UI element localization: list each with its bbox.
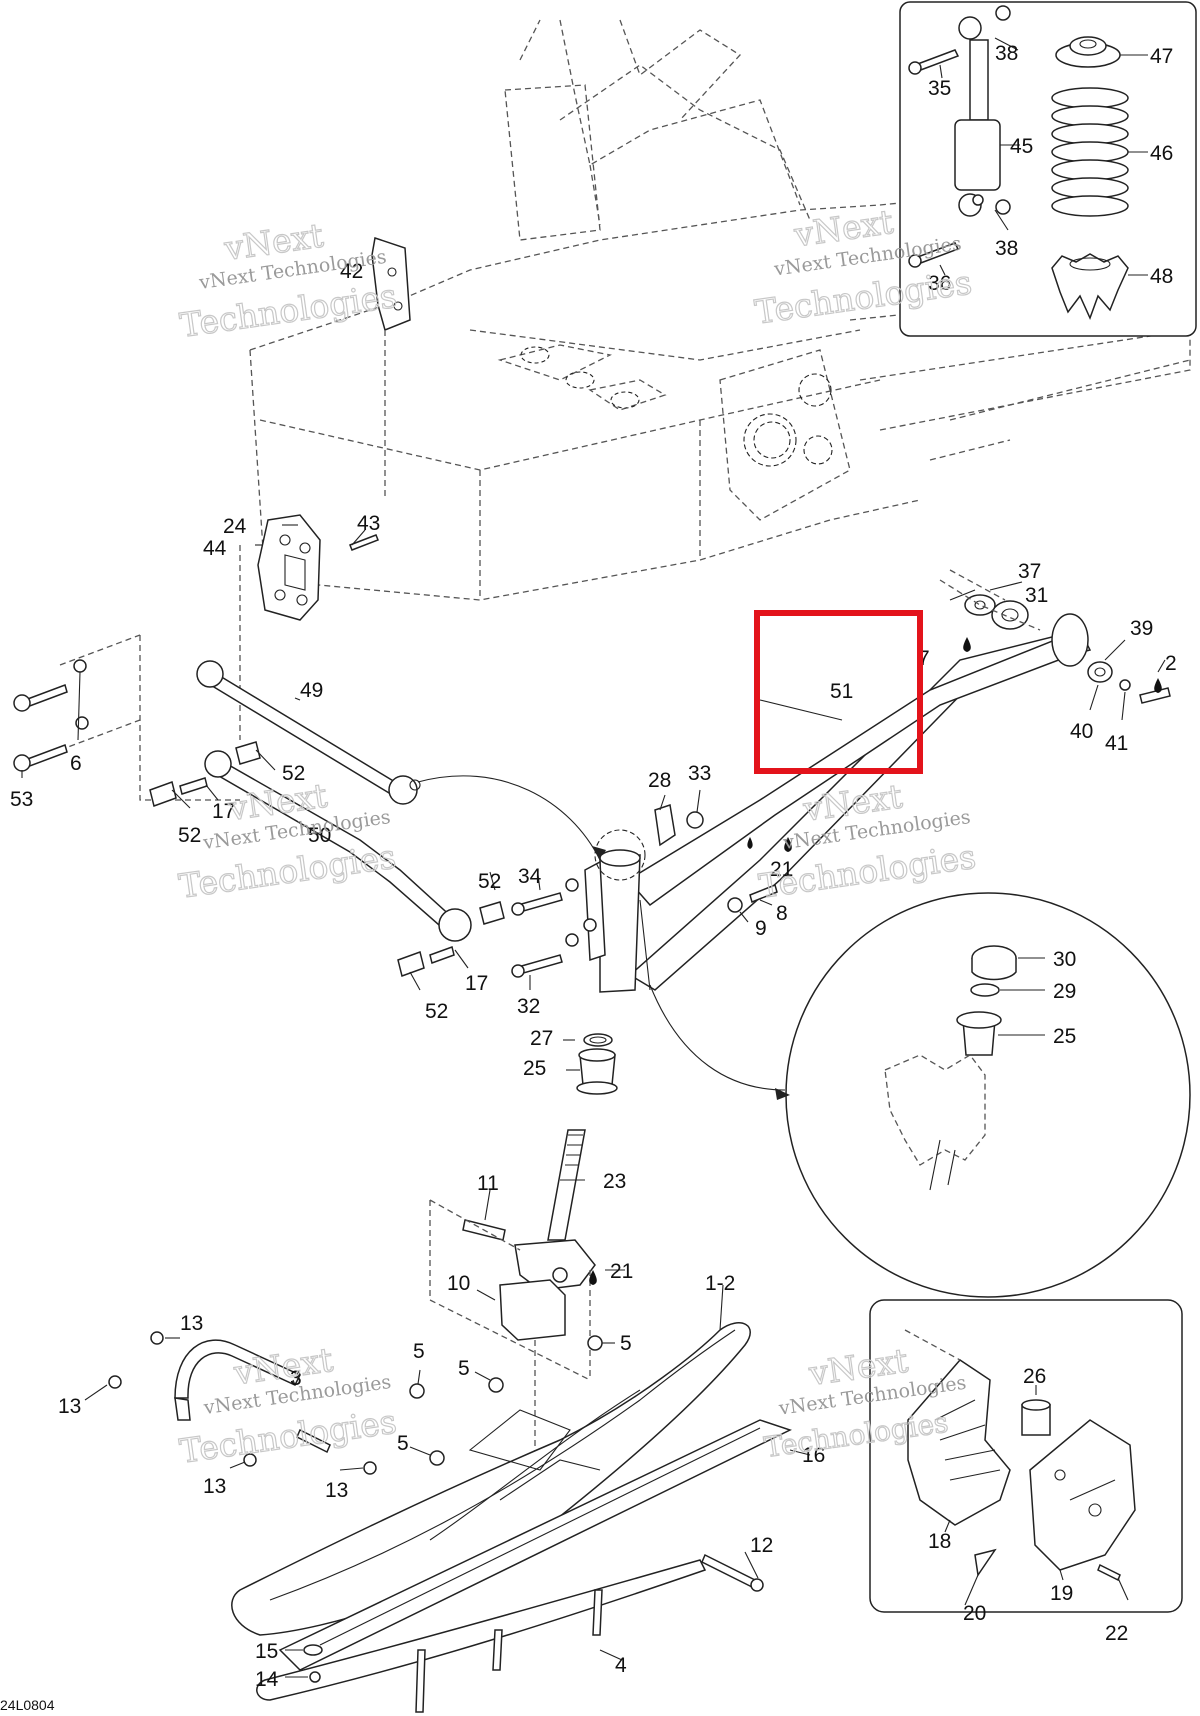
callout-17b: 17 [465,972,488,995]
callout-34: 34 [518,865,542,888]
callout-25b: 25 [1053,1025,1076,1048]
callout-17a: 17 [212,800,235,823]
callout-46: 46 [1150,142,1173,165]
callout-50: 50 [308,824,331,847]
callout-26: 26 [1023,1365,1046,1388]
callout-13c: 13 [203,1475,226,1498]
callout-28: 28 [648,769,671,792]
callout-51: 51 [830,680,853,703]
callout-52a: 52 [282,762,305,785]
shock-inset [899,1,1197,337]
callout-5a: 5 [620,1332,632,1355]
callout-24: 24 [223,515,247,538]
callout-19: 19 [1050,1582,1073,1605]
callout-6: 6 [70,752,82,775]
callout-52d: 52 [425,1000,448,1023]
callout-22: 22 [1105,1622,1128,1645]
callout-13a: 13 [180,1312,203,1335]
callout-33: 33 [688,762,711,785]
callout-11: 11 [477,1172,499,1195]
radius-rod-assembly [13,514,606,977]
callout-27: 27 [530,1027,553,1050]
callout-44: 44 [203,537,227,560]
callout-30: 30 [1053,948,1076,971]
callout-15: 15 [255,1640,278,1663]
callout-21a: 21 [770,858,793,881]
callout-39: 39 [1130,617,1153,640]
callout-13b: 13 [58,1395,81,1418]
callout-53: 53 [10,788,33,811]
callout-9: 9 [755,917,767,940]
callout-52c: 52 [478,870,501,893]
callout-14: 14 [255,1668,279,1691]
callout-3: 3 [290,1367,302,1390]
spindle-and-ski [108,837,792,1713]
callout-37: 37 [1018,560,1041,583]
callout-18: 18 [928,1530,951,1553]
callout-32: 32 [517,995,540,1018]
callout-12: 12 [750,1534,773,1557]
callout-4: 4 [615,1654,627,1677]
callout-36: 36 [928,272,951,295]
callout-1-2: 1-2 [705,1272,735,1295]
callout-23: 23 [603,1170,626,1193]
callout-7: 7 [918,647,930,670]
callout-42: 42 [340,260,363,283]
callout-38b: 38 [995,237,1018,260]
callout-31: 31 [1025,584,1048,607]
callout-21b: 21 [610,1260,633,1283]
callout-40: 40 [1070,720,1093,743]
callout-10: 10 [447,1272,470,1295]
highlight-box [754,610,923,774]
callout-48: 48 [1150,265,1173,288]
callout-29: 29 [1053,980,1076,1003]
a-arm-51 [511,569,1171,993]
stopper-inset [869,1299,1183,1613]
callout-38a: 38 [995,42,1018,65]
callout-25a: 25 [523,1057,546,1080]
callout-2: 2 [1165,652,1177,675]
callout-16: 16 [802,1444,825,1467]
callout-49: 49 [300,679,323,702]
callout-45: 45 [1010,135,1033,158]
callout-5d: 5 [397,1432,409,1455]
callout-35: 35 [928,77,951,100]
leader-lines [21,524,1166,1678]
callout-20: 20 [963,1602,986,1625]
spindle-bushings [576,1033,618,1095]
callout-8: 8 [776,902,788,925]
diagram-code: 24L0804 [0,1697,55,1713]
callout-13d: 13 [325,1479,348,1502]
detail-circle [649,892,1191,1298]
callout-labels: 1-2 2 3 4 5 5 5 5 6 7 8 9 10 11 12 13 13… [0,42,1177,1713]
callout-47: 47 [1150,45,1173,68]
callout-43: 43 [357,512,380,535]
callout-41: 41 [1105,732,1128,755]
callout-5b: 5 [413,1340,425,1363]
callout-52b: 52 [178,824,201,847]
callout-5c: 5 [458,1357,470,1380]
